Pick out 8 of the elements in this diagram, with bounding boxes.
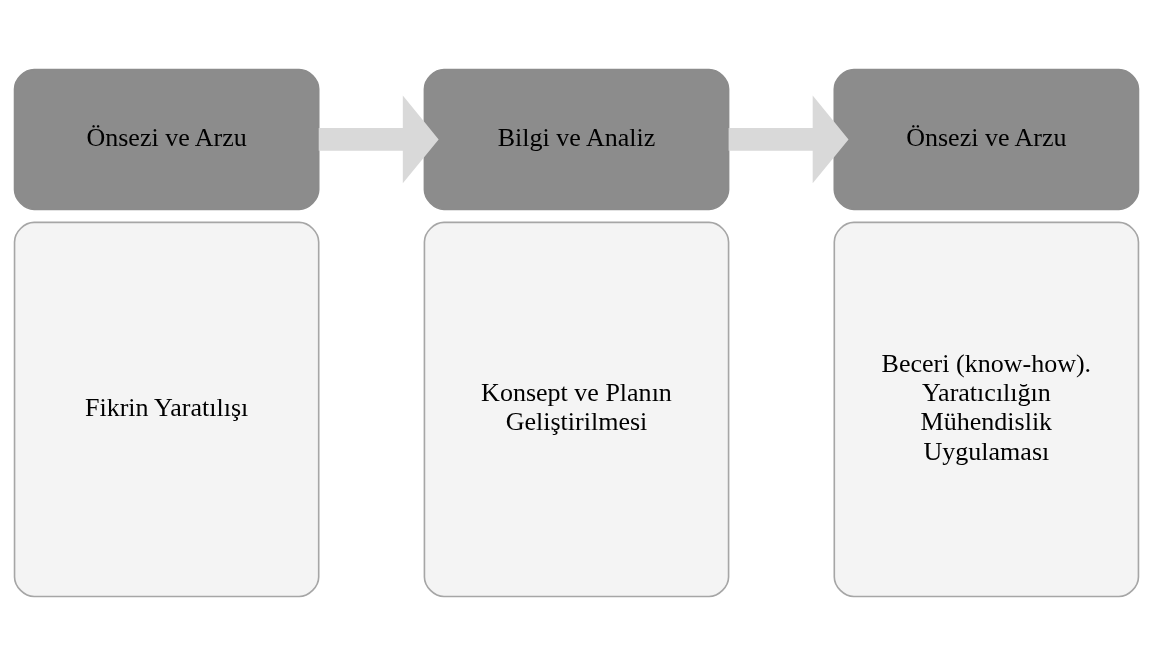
- node-box: Bilgi ve Analiz: [423, 68, 730, 211]
- node-box: Önsezi ve Arzu: [833, 68, 1140, 211]
- node-box: Önsezi ve Arzu: [13, 68, 320, 211]
- arrow: [318, 95, 439, 184]
- node-box: Fikrin Yaratılışı: [13, 221, 320, 598]
- node-box: Konsept ve Planın Geliştirilmesi: [423, 221, 730, 598]
- arrow: [728, 95, 849, 184]
- node-box: Beceri (know-how). Yaratıcılığın Mühendislik Uygulaması: [833, 221, 1140, 598]
